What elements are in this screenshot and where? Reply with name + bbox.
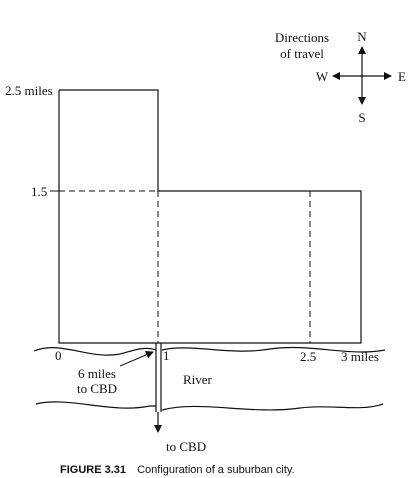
figure-caption-label: FIGURE 3.31 [60,464,126,476]
compass-north: N [357,29,367,44]
x-label-2-5: 2.5 [300,349,316,364]
to-cbd-label: to CBD [166,439,206,454]
y-label-1-5: 1.5 [31,184,47,199]
river-label: River [183,372,213,387]
x-label-0: 0 [55,348,62,363]
y-label-2-5-miles: 2.5 miles [5,83,53,98]
river-south-bank [35,401,384,411]
cbd-distance-line1: 6 miles [78,366,116,381]
city-boundary [58,89,362,344]
road-to-cbd [154,343,162,433]
river-north-bank [33,346,386,356]
compass-east: E [398,69,406,84]
x-label-3-miles: 3 miles [341,349,379,364]
compass-south: S [358,110,365,125]
figure-caption-text: Configuration of a suburban city. [137,464,295,476]
compass-title-line2: of travel [280,46,324,61]
figure-caption: FIGURE 3.31 Configuration of a suburban … [60,464,295,476]
cbd-distance-line2: to CBD [77,381,117,396]
compass-west: W [316,69,329,84]
dashed-guides [59,190,311,343]
compass-title-line1: Directions [275,30,329,45]
x-label-1: 1 [163,348,170,363]
compass-rose-icon [332,46,392,105]
cbd-distance-pointer [119,351,154,367]
